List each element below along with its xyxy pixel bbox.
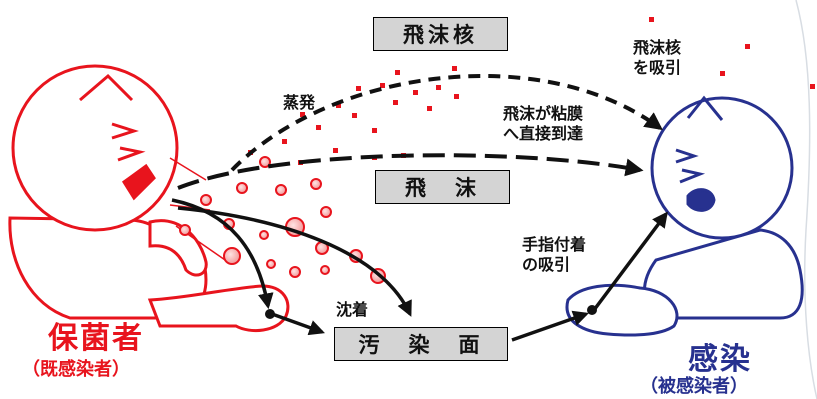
carrier-hand-dot (265, 309, 275, 319)
infected-title: 感染 (688, 342, 752, 377)
inhale-nuclei-label: 飛沫核 を吸引 (633, 38, 682, 77)
infected-subtitle: （被感染者） (640, 376, 748, 397)
direct-mucosa-label: 飛沫が粘膜 へ直接到達 (503, 104, 584, 143)
finger-inhale-label: 手指付着 の吸引 (522, 235, 587, 274)
infected-person-icon (565, 95, 804, 337)
droplet-icon (179, 156, 386, 284)
page-edge (795, 0, 817, 399)
deposition-label: 沈着 (336, 300, 369, 319)
droplets-box: 飛 沫 (375, 170, 510, 204)
carrier-title: 保菌者 (48, 321, 144, 356)
droplet-nuclei-box: 飛沫核 (373, 17, 508, 51)
arrow-icon (171, 74, 668, 342)
contaminated-surface-box: 汚 染 面 (334, 327, 508, 361)
receiver-hand-dot (587, 305, 597, 315)
evaporation-label: 蒸発 (283, 93, 316, 112)
droplets-label: 飛 沫 (405, 176, 480, 200)
droplet-nuclei-label: 飛沫核 (403, 23, 478, 47)
carrier-subtitle: （既感染者） (22, 359, 130, 380)
carrier-person-icon (8, 64, 290, 333)
contaminated-surface-label: 汚 染 面 (358, 333, 484, 357)
